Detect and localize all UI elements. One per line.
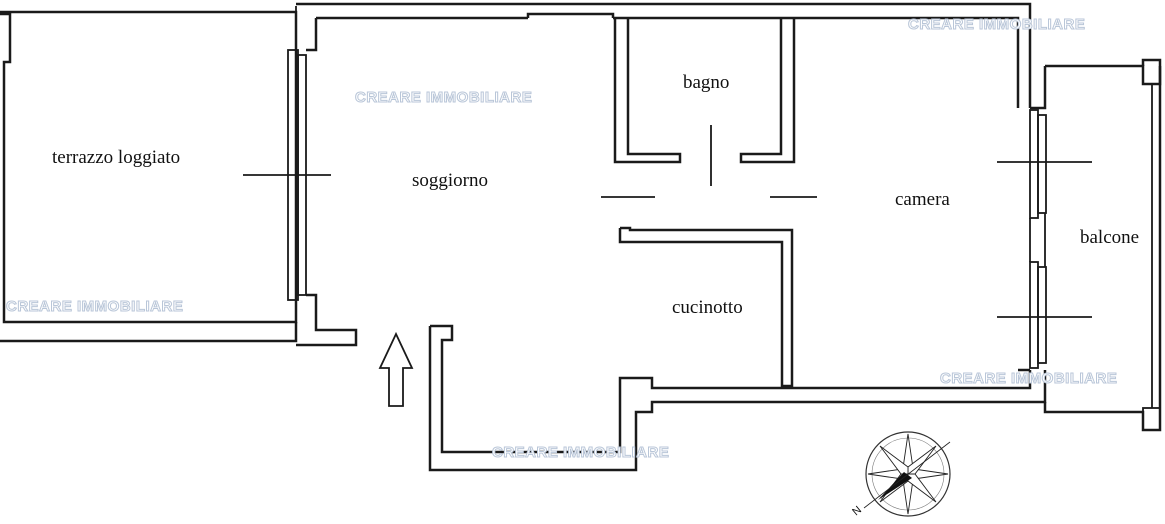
room-label-terrazzo: terrazzo loggiato	[52, 147, 180, 168]
bagno-walls	[613, 18, 796, 186]
compass-north-letter: N	[850, 504, 864, 518]
arrow-up-icon	[378, 331, 414, 407]
cucinotto-walls	[618, 226, 794, 388]
room-label-soggiorno: soggiorno	[412, 170, 488, 191]
watermark-text: CREARE IMMOBILIARE	[940, 370, 1117, 387]
watermark-text: CREARE IMMOBILIARE	[355, 89, 532, 106]
watermarks: CREARE IMMOBILIARE CREARE IMMOBILIARE CR…	[6, 16, 1118, 462]
watermark-text: CREARE IMMOBILIARE	[6, 298, 183, 315]
room-label-bagno: bagno	[683, 72, 729, 93]
compass-rose-icon: N	[850, 431, 951, 518]
watermark-text: CREARE IMMOBILIARE	[908, 16, 1085, 33]
balcone-walls	[1043, 58, 1162, 432]
apartment-walls	[296, 2, 1047, 472]
terrazzo-walls	[0, 6, 298, 343]
camera-windows	[997, 109, 1092, 369]
room-label-balcone: balcone	[1080, 227, 1139, 248]
room-label-cucinotto: cucinotto	[672, 297, 743, 318]
watermark-text: CREARE IMMOBILIARE	[492, 444, 669, 461]
terrace-window	[243, 49, 331, 301]
room-label-camera: camera	[895, 189, 950, 210]
